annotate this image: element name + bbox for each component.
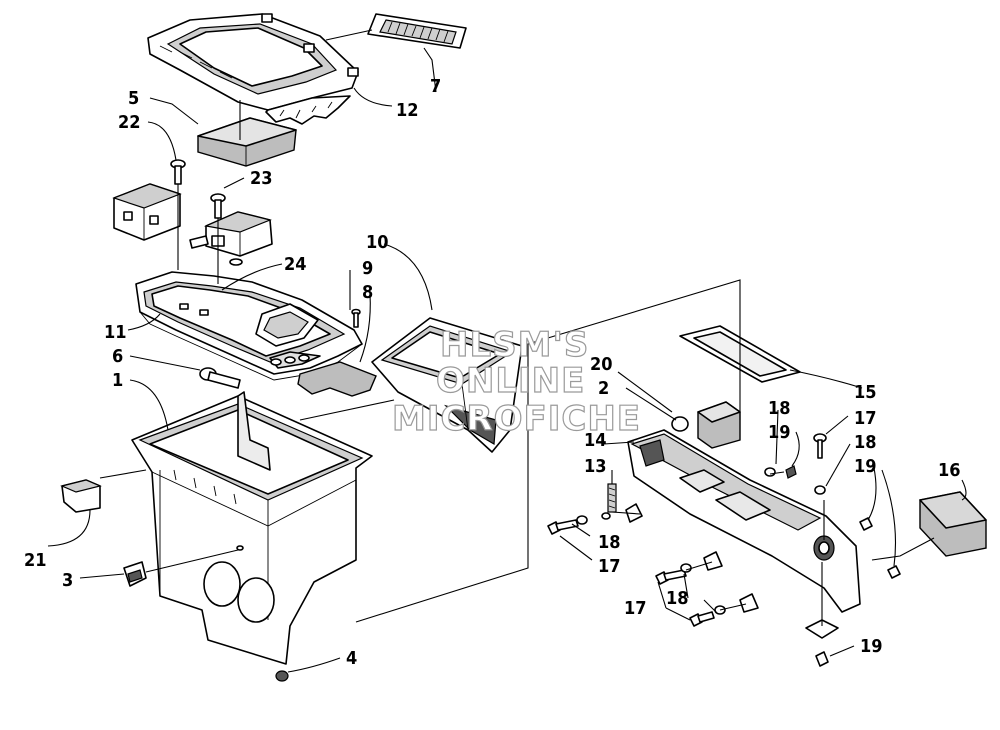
callout-5: 5 <box>128 88 139 109</box>
hardware-fasteners <box>547 433 901 667</box>
callout-19b: 19 <box>854 456 877 477</box>
callout-1: 1 <box>112 370 123 391</box>
mounting-plate-part <box>135 271 363 381</box>
airbox-housing-part <box>131 391 373 665</box>
cdi-module-part <box>112 183 182 241</box>
callout-8: 8 <box>362 282 373 303</box>
callout-9: 9 <box>362 258 373 279</box>
screw-part-22 <box>170 159 186 185</box>
vent-screen-part <box>367 13 467 49</box>
callout-23: 23 <box>250 168 273 189</box>
callout-2: 2 <box>598 378 609 399</box>
filter-element-part <box>919 491 987 557</box>
callout-10: 10 <box>366 232 389 253</box>
airbox-lid-part <box>147 13 359 125</box>
bolt-part-6 <box>199 367 241 389</box>
clamp-part <box>123 561 147 587</box>
callout-24: 24 <box>284 254 307 275</box>
callout-18a: 18 <box>768 398 791 419</box>
drain-plug-part <box>275 670 289 682</box>
watermark-line-1: HLSM'S <box>440 325 589 365</box>
callout-20: 20 <box>590 354 613 375</box>
air-filter-foam-part <box>197 117 297 167</box>
callout-22: 22 <box>118 112 141 133</box>
foam-block-part <box>697 401 741 449</box>
cap-part <box>671 416 689 432</box>
callout-12: 12 <box>396 100 419 121</box>
callout-18d: 18 <box>666 588 689 609</box>
callout-18b: 18 <box>854 432 877 453</box>
watermark-line-3: MICROFICHE <box>392 399 641 439</box>
screw-part-9 <box>351 308 361 328</box>
bracket-strip-part <box>607 483 617 513</box>
callout-21: 21 <box>24 550 47 571</box>
callout-labels: 7 12 5 22 23 24 10 9 8 11 6 1 21 3 4 20 … <box>24 76 961 669</box>
callout-6: 6 <box>112 346 123 367</box>
callout-17c: 17 <box>624 598 647 619</box>
leader-lines <box>47 29 967 673</box>
callout-7: 7 <box>430 76 441 97</box>
callout-17b: 17 <box>598 556 621 577</box>
callout-13: 13 <box>584 456 607 477</box>
foam-pad-part <box>297 361 377 397</box>
watermark: HLSM'S ONLINE MICROFICHE <box>391 324 641 439</box>
callout-19c: 19 <box>860 636 883 657</box>
callout-19a: 19 <box>768 422 791 443</box>
callout-16: 16 <box>938 460 961 481</box>
callout-14: 14 <box>584 430 607 451</box>
intake-silencer-part <box>627 429 861 613</box>
callout-15: 15 <box>854 382 877 403</box>
watermark-line-2: ONLINE <box>436 361 585 401</box>
callout-18c: 18 <box>598 532 621 553</box>
ignition-coil-part <box>189 211 273 266</box>
latch-clip-part <box>60 479 102 513</box>
callout-3: 3 <box>62 570 73 591</box>
callout-11: 11 <box>104 322 127 343</box>
screw-part-23 <box>210 193 226 219</box>
callout-4: 4 <box>346 648 357 669</box>
intake-duct-part <box>371 317 523 453</box>
callout-17a: 17 <box>854 408 877 429</box>
